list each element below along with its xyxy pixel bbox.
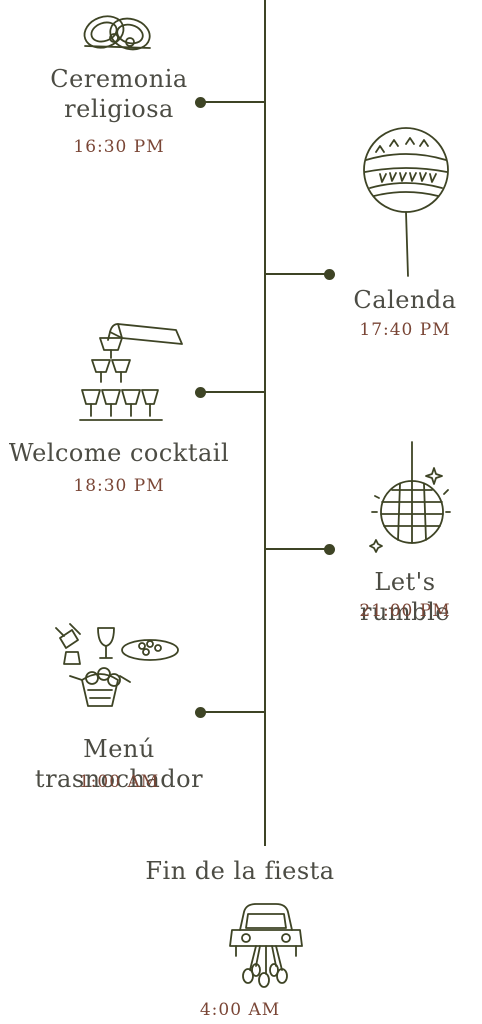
- timeline-dot: [324, 544, 335, 555]
- event-title: Menú trasnochador: [34, 735, 204, 793]
- timeline-dot: [195, 97, 206, 108]
- event-title: Ceremonia religiosa: [50, 65, 188, 123]
- balloon-icon: [363, 127, 449, 277]
- just-married-car-icon: [229, 903, 303, 988]
- timeline-connector: [266, 273, 328, 275]
- timeline-connector: [201, 711, 264, 713]
- champagne-tower-icon: [79, 323, 183, 421]
- event-time: 1:00 AM: [78, 772, 160, 792]
- event-title: Welcome cocktail: [8, 439, 230, 467]
- event-time: 4:00 AM: [199, 1000, 281, 1020]
- event-title: Fin de la fiesta: [145, 857, 335, 885]
- event-title: Let's rumble: [360, 568, 450, 626]
- timeline-connector: [201, 101, 264, 103]
- event-time: 21:00 PM: [359, 601, 451, 621]
- timeline-line: [264, 0, 266, 846]
- food-platter-icon: [55, 623, 179, 707]
- event-title: Calenda: [353, 286, 457, 314]
- wedding-rings-icon: [83, 15, 151, 51]
- event-time: 17:40 PM: [359, 320, 451, 340]
- event-time: 16:30 PM: [73, 137, 165, 157]
- timeline-dot: [195, 387, 206, 398]
- timeline-connector: [266, 548, 328, 550]
- timeline-connector: [201, 391, 264, 393]
- event-time: 18:30 PM: [73, 476, 165, 496]
- disco-ball-icon: [369, 441, 451, 553]
- timeline-dot: [324, 269, 335, 280]
- timeline-dot: [195, 707, 206, 718]
